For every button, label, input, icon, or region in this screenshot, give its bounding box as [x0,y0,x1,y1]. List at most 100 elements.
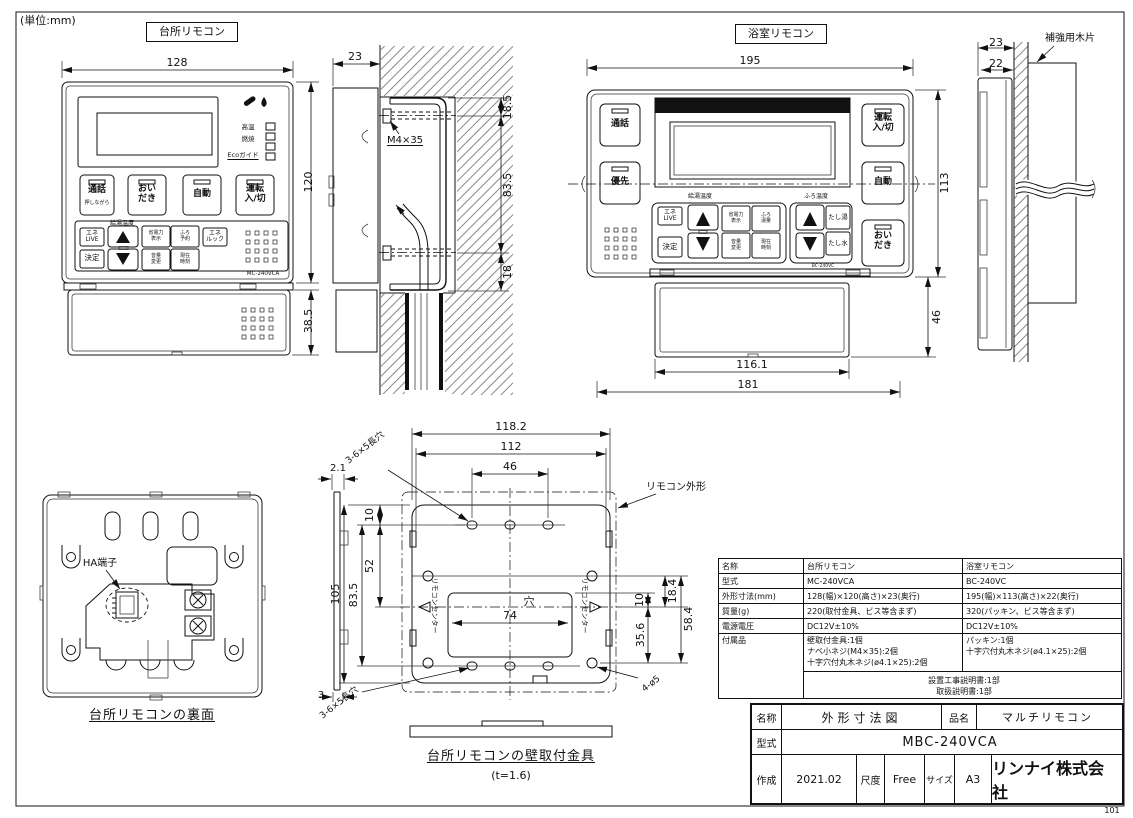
mount-hook [61,637,81,662]
talk-button-sub: 押しながら [84,199,110,206]
volume-button: 音量 変更 [150,253,161,265]
title-date-label: 作成 [752,755,782,803]
dim-bath-width: 195 [739,54,761,68]
title-name-value: 外形寸法図 [782,705,942,729]
spec-cell: 128(幅)×120(高さ)×23(奥行) [804,589,963,604]
dim-bath-door-height: 46 [930,310,944,324]
dim-bracket-52: 52 [363,559,377,573]
screw-top [378,108,457,124]
spec-shared-accessories: 設置工事説明書:1部 取扱説明書:1部 [928,675,1000,696]
remote-outline [401,491,617,693]
kitchen-side-section [328,45,513,395]
kitchen-model-label: MC-240VCA [246,271,280,278]
spec-row-label: 質量(g) [719,604,804,619]
screw-bottom [378,245,457,261]
dim-bath-door-width: 116.1 [736,358,768,372]
bracket-thickness-note: (t=1.6) [491,769,531,783]
dim-bracket-118: 118.2 [495,420,527,434]
spec-cell: DC12V±10% [804,619,963,634]
dim-bath-depth: 23 [989,36,1003,50]
dim-bracket-3: 3 [317,689,325,701]
title-scale-label: 尺度 [857,755,885,803]
dim-bracket-105: 105 [329,583,343,605]
talk-button: 通話 [87,184,106,195]
dim-bracket-112: 112 [500,440,522,454]
screw-label: M4×35 [386,134,424,146]
kitchen-front-view [61,61,319,356]
mount-hook [224,637,244,662]
spec-cell: 壁取付金具:1個 ナベ小ネジ(M4×35):2個 十字穴付丸木ネジ(ø4.1×2… [804,634,963,672]
bath-model-label: BC-240VC [811,264,835,270]
dim-bracket-46: 46 [503,460,517,474]
auto-button: 自動 [873,177,892,188]
up-arrow-icon [116,231,130,243]
phone-icon [243,96,256,106]
spec-cell: MC-240VCA [804,574,963,589]
ene-look-button: エネ ルック [205,229,224,243]
title-block: 名称 外形寸法図 品名 マルチリモコン 型式 MBC-240VCA 作成 202… [750,703,1124,805]
company-name: リンナイ株式会社 [992,759,1105,802]
dim-bracket-74: 74 [503,609,517,623]
title-date-value: 2021.02 [782,755,857,803]
speaker-grille-icon [604,227,637,260]
ha-terminal-label: HA端子 [82,557,118,569]
bracket-view [318,428,688,738]
up-arrow-icon [696,212,710,226]
dim-kitchen-height: 120 [302,171,316,193]
confirm-button: 決定 [84,253,100,263]
bracket-caption: 台所リモコンの壁取付金具 [426,749,595,765]
spec-cell: パッキン:1個 十字穴付丸木ネジ(ø4.1×25):2個 [963,634,1121,672]
spec-cell: 220(取付金具、ビス等含まず) [804,604,963,619]
title-size-label: サイズ [925,755,955,803]
power-save-button: 省電力 表示 [148,230,164,242]
spec-cell: 320(パッキン、ビス等含まず) [963,604,1121,619]
title-model-label: 型式 [752,730,782,754]
hole-label: 穴 [523,594,535,608]
remote-center-label-right: リモコンセンター [580,577,589,634]
terminal-screw [184,589,212,611]
wall-hatch [1014,42,1028,362]
title-product-value: マルチリモコン [1002,711,1093,724]
down-arrow-icon [803,237,817,251]
kitchen-back-view [39,491,266,701]
clock-button: 現在 時刻 [179,253,190,265]
ene-live-button: エネ LIVE [663,208,677,222]
terminal-screw [184,615,212,637]
hot-water-temp-header: 給湯温度 [687,193,712,201]
bracket-plate [411,504,611,684]
bath-title: 浴室リモコン [735,24,827,44]
bath-amount-button: ふろ 湯量 [760,212,771,224]
talk-button: 通話 [610,119,629,130]
dim-screw-top: 18.5 [501,94,515,120]
dim-kitchen-door: 38.5 [302,308,316,334]
spec-table: 名称 台所リモコン 浴室リモコン 型式 MC-240VCA BC-240VC 外… [718,558,1122,699]
flame-icon [261,97,267,107]
bath-front-view [568,59,946,398]
back-view-caption: 台所リモコンの裏面 [88,708,215,724]
power-button: 運転 入/切 [244,183,266,204]
title-name-label: 名称 [752,705,782,729]
spec-cell: 浴室リモコン [963,559,1121,574]
spec-row-label: 外形寸法(mm) [719,589,804,604]
up-arrow-icon [803,212,817,226]
wires [1014,179,1096,201]
auto-button: 自動 [192,188,211,199]
dim-bath-height: 113 [938,172,952,194]
led-label-high-temp: 高温 [241,123,255,132]
priority-button: 優先 [610,177,629,188]
add-hot-water-button: たし湯 [828,212,848,221]
spec-cell: BC-240VC [963,574,1121,589]
down-arrow-icon [116,253,130,265]
bath-temp-header: ふろ温度 [803,193,828,201]
dim-bath-total-width: 181 [737,378,759,392]
display-top-bar [655,98,850,113]
dim-screw-pitch: 83.5 [501,172,515,198]
title-scale-value: Free [885,755,925,803]
spec-cell: 195(幅)×113(高さ)×22(奥行) [963,589,1121,604]
oidaki-button: おい だき [873,231,892,251]
bath-reserve-button: ふろ 予約 [179,230,190,242]
wall-hatch [381,46,513,96]
volume-button: 音量 変更 [730,239,741,251]
speaker-grille-icon [241,307,274,340]
